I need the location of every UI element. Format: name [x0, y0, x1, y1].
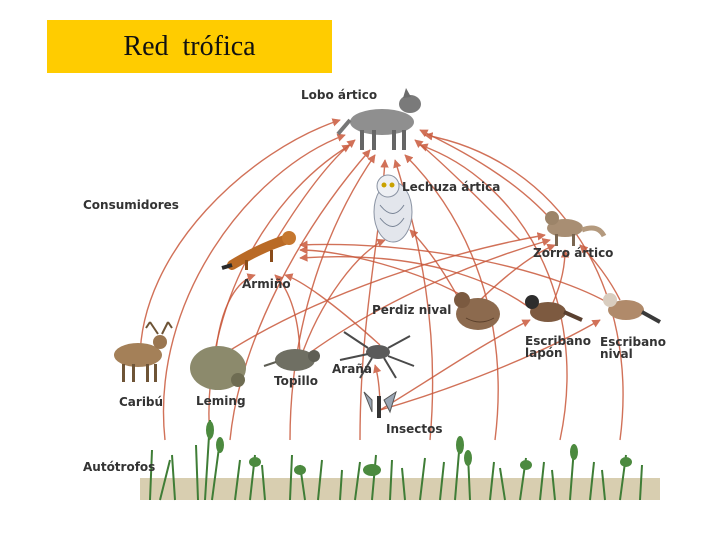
- ground-strip: [140, 478, 660, 500]
- label-zorro-artico: Zorro ártico: [533, 246, 613, 260]
- label-lobo-artico: Lobo ártico: [301, 88, 377, 102]
- lemming-figure: [190, 346, 246, 390]
- label-escribano-nival-line2: nival: [600, 347, 633, 361]
- label-topillo: Topillo: [274, 374, 318, 388]
- label-autotrofos: Autótrofos: [83, 460, 155, 474]
- label-lechuza-artica: Lechuza ártica: [402, 180, 500, 194]
- label-leming: Leming: [196, 394, 246, 408]
- label-escribano-lapon-line2: lapón: [525, 346, 563, 360]
- label-perdiz-nival: Perdiz nival: [372, 303, 451, 317]
- label-arana: Araña: [332, 362, 372, 376]
- label-consumidores: Consumidores: [83, 198, 179, 212]
- label-insectos: Insectos: [386, 422, 443, 436]
- label-armino: Armiño: [242, 277, 291, 291]
- snow-bunting-figure: [603, 293, 660, 322]
- arctic-fox-figure: [545, 211, 604, 246]
- lapland-bunting-figure: [525, 295, 582, 322]
- feeding-arrows: [140, 120, 623, 440]
- label-caribu: Caribú: [119, 395, 163, 409]
- vole-figure: [264, 349, 320, 371]
- ptarmigan-figure: [454, 292, 500, 330]
